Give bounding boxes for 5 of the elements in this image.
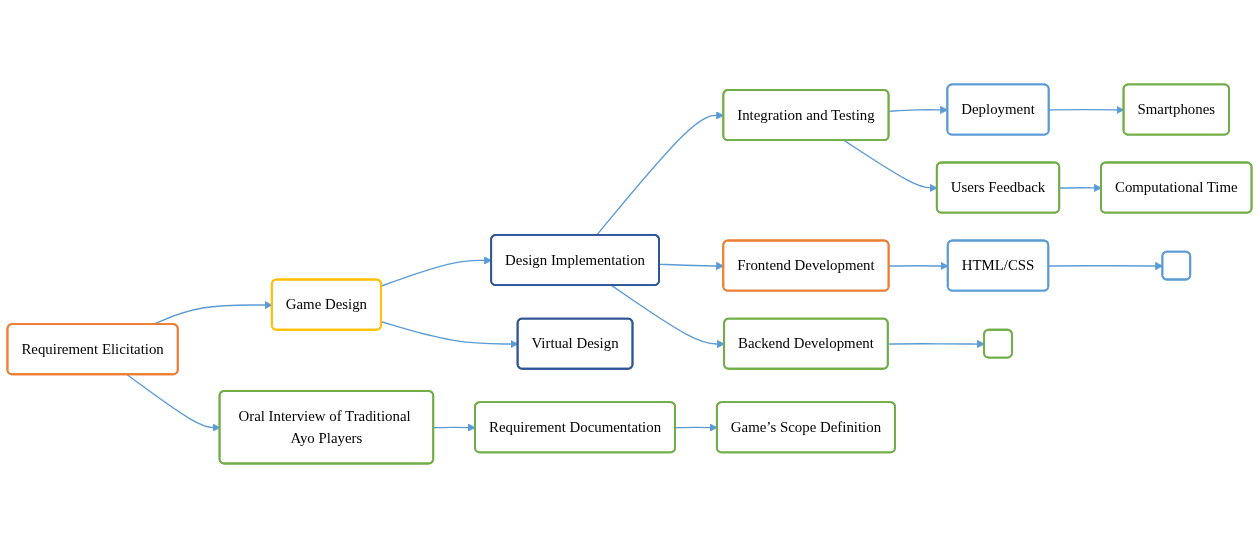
- arrow: [611, 284, 725, 349]
- arrow: [887, 340, 985, 349]
- arrow: [1059, 183, 1102, 192]
- arrow: [380, 256, 492, 287]
- arrow: [433, 423, 476, 432]
